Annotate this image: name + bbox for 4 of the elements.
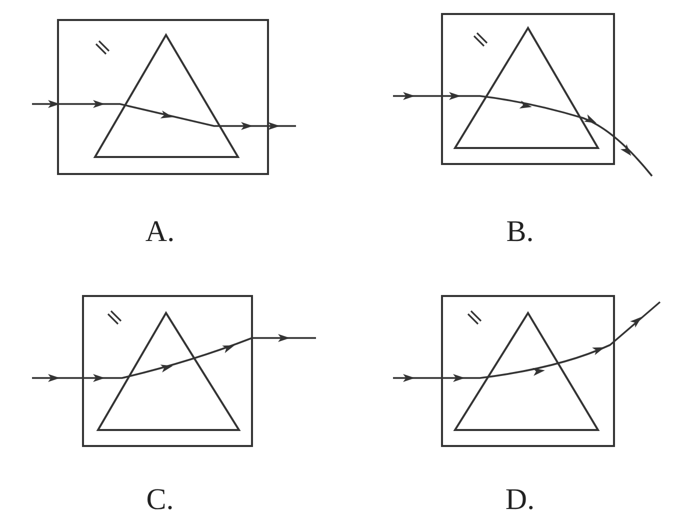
option-label: C.: [146, 483, 174, 517]
option-label: D.: [505, 483, 535, 517]
option-label: A.: [145, 215, 175, 249]
option-label: B.: [506, 215, 534, 249]
